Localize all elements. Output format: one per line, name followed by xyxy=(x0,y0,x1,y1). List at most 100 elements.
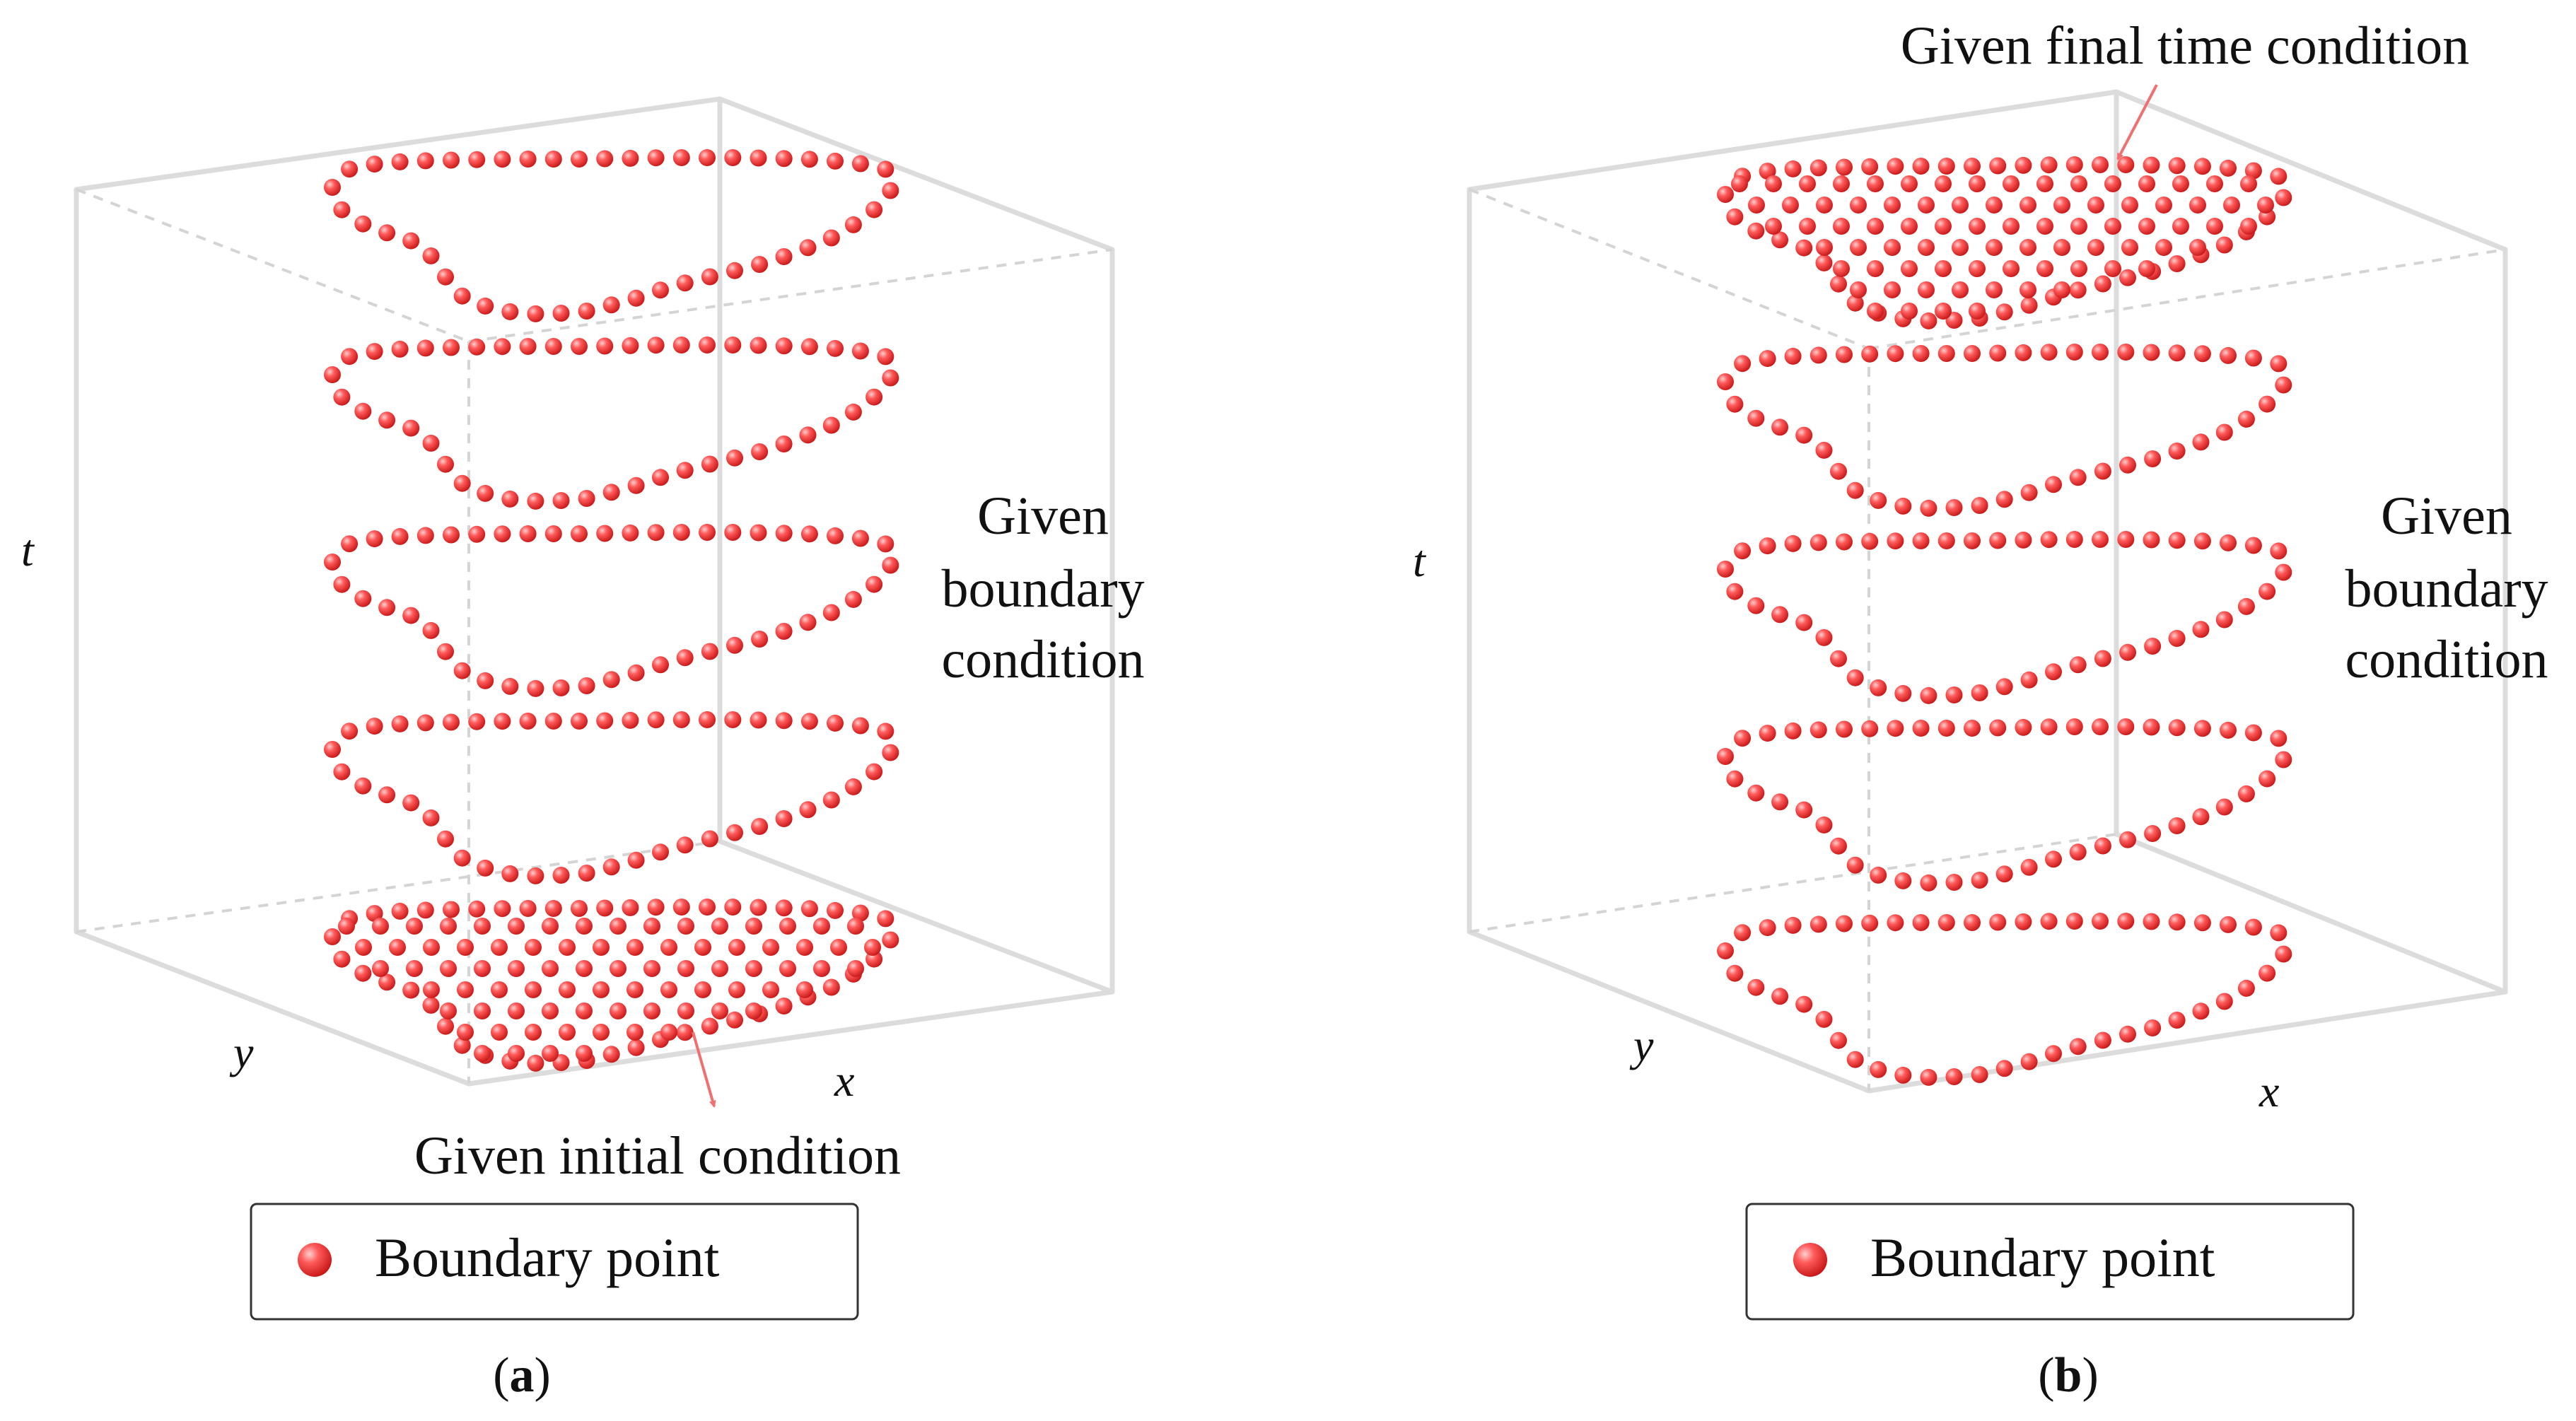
boundary-point xyxy=(527,1054,544,1072)
boundary-point xyxy=(391,715,409,732)
boundary-point xyxy=(701,643,718,660)
boundary-point xyxy=(676,649,694,667)
boundary-point xyxy=(2045,476,2062,493)
boundary-point xyxy=(677,918,694,935)
boundary-point xyxy=(416,339,434,357)
boundary-point xyxy=(699,524,716,541)
boundary-point xyxy=(422,247,440,264)
boundary-point xyxy=(559,981,576,998)
boundary-point xyxy=(711,960,728,977)
boundary-point xyxy=(2045,850,2062,868)
boundary-point xyxy=(1912,914,1930,931)
boundary-point xyxy=(391,153,409,170)
boundary-point xyxy=(1969,175,1986,192)
boundary-point xyxy=(2215,236,2233,254)
boundary-point xyxy=(494,525,511,543)
boundary-point xyxy=(2020,239,2036,256)
boundary-point xyxy=(647,149,665,167)
boundary-point xyxy=(602,671,620,689)
boundary-point xyxy=(1971,1066,1988,1083)
boundary-point xyxy=(2168,630,2186,647)
point-layer-2 xyxy=(324,337,899,510)
point-layer-1 xyxy=(324,149,899,322)
boundary-point xyxy=(2143,718,2160,736)
boundary-point xyxy=(542,960,559,977)
boundary-point xyxy=(1747,597,1765,614)
boundary-point xyxy=(1952,197,1969,214)
boundary-point xyxy=(341,348,359,366)
boundary-point xyxy=(402,981,420,999)
boundary-point xyxy=(1995,1060,2013,1077)
boundary-point xyxy=(2070,175,2087,192)
boundary-point xyxy=(2036,260,2053,277)
boundary-point xyxy=(391,902,409,920)
box-edge xyxy=(717,838,1115,995)
boundary-point xyxy=(822,416,840,434)
boundary-point xyxy=(647,337,665,354)
boundary-point xyxy=(724,711,742,728)
boundary-point xyxy=(647,711,665,729)
boundary-point xyxy=(578,490,595,507)
boundary-point xyxy=(1945,1068,1963,1085)
boundary-point xyxy=(643,960,660,977)
boundary-point xyxy=(2036,218,2053,235)
boundary-point xyxy=(882,931,899,949)
legend-a: Boundary point xyxy=(250,1203,859,1321)
boundary-point xyxy=(1995,303,2013,321)
boundary-point xyxy=(468,151,486,168)
boundary-point xyxy=(1795,426,1813,444)
boundary-point xyxy=(1945,686,1963,703)
boundary-point xyxy=(2117,718,2135,735)
boundary-point xyxy=(1747,978,1765,996)
boundary-point xyxy=(391,527,409,545)
boundary-point xyxy=(2270,355,2287,373)
boundary-point xyxy=(508,1002,525,1019)
boundary-point xyxy=(1971,497,1988,514)
boundary-point xyxy=(1969,260,1986,277)
boundary-point xyxy=(660,1024,677,1041)
boundary-point xyxy=(796,939,813,956)
bounding-box-b xyxy=(1467,89,2508,1094)
boundary-point xyxy=(1846,856,1864,874)
boundary-point xyxy=(1815,816,1833,834)
box-edge xyxy=(1866,989,2508,1094)
boundary-point xyxy=(699,149,716,166)
boundary-point xyxy=(366,343,383,361)
boundary-point xyxy=(423,981,440,998)
boundary-point xyxy=(1887,532,1904,550)
side-label-line-2: boundary xyxy=(2345,559,2548,619)
boundary-point xyxy=(728,939,745,956)
boundary-point xyxy=(2121,239,2138,256)
boundary-point xyxy=(2092,718,2109,735)
boundary-point xyxy=(491,981,508,998)
boundary-point xyxy=(610,1002,626,1019)
boundary-point xyxy=(2215,611,2233,628)
boundary-point xyxy=(1964,345,1981,362)
boundary-point xyxy=(2143,531,2160,549)
boundary-point xyxy=(750,711,767,729)
boundary-point xyxy=(1717,748,1734,765)
boundary-point xyxy=(474,1002,491,1019)
boundary-point xyxy=(622,149,639,167)
boundary-point xyxy=(2168,532,2186,549)
boundary-point xyxy=(2069,1038,2087,1055)
boundary-point xyxy=(1809,534,1827,551)
boundary-point xyxy=(775,810,793,827)
boundary-point xyxy=(354,402,372,420)
boundary-point xyxy=(626,939,643,956)
boundary-point xyxy=(519,900,537,917)
boundary-point xyxy=(1935,260,1952,277)
boundary-point xyxy=(2192,433,2210,451)
box-hidden-edge xyxy=(1868,248,2506,350)
y-axis-label-a: y xyxy=(229,1027,254,1077)
boundary-point xyxy=(864,939,881,956)
boundary-point xyxy=(2244,349,2262,367)
boundary-point xyxy=(378,411,396,429)
boundary-point xyxy=(1846,481,1864,499)
boundary-point xyxy=(324,554,341,571)
boundary-point xyxy=(1870,679,1887,696)
boundary-point xyxy=(851,342,869,360)
boundary-point xyxy=(851,155,869,172)
boundary-point xyxy=(501,490,519,508)
boundary-point xyxy=(508,1045,525,1062)
